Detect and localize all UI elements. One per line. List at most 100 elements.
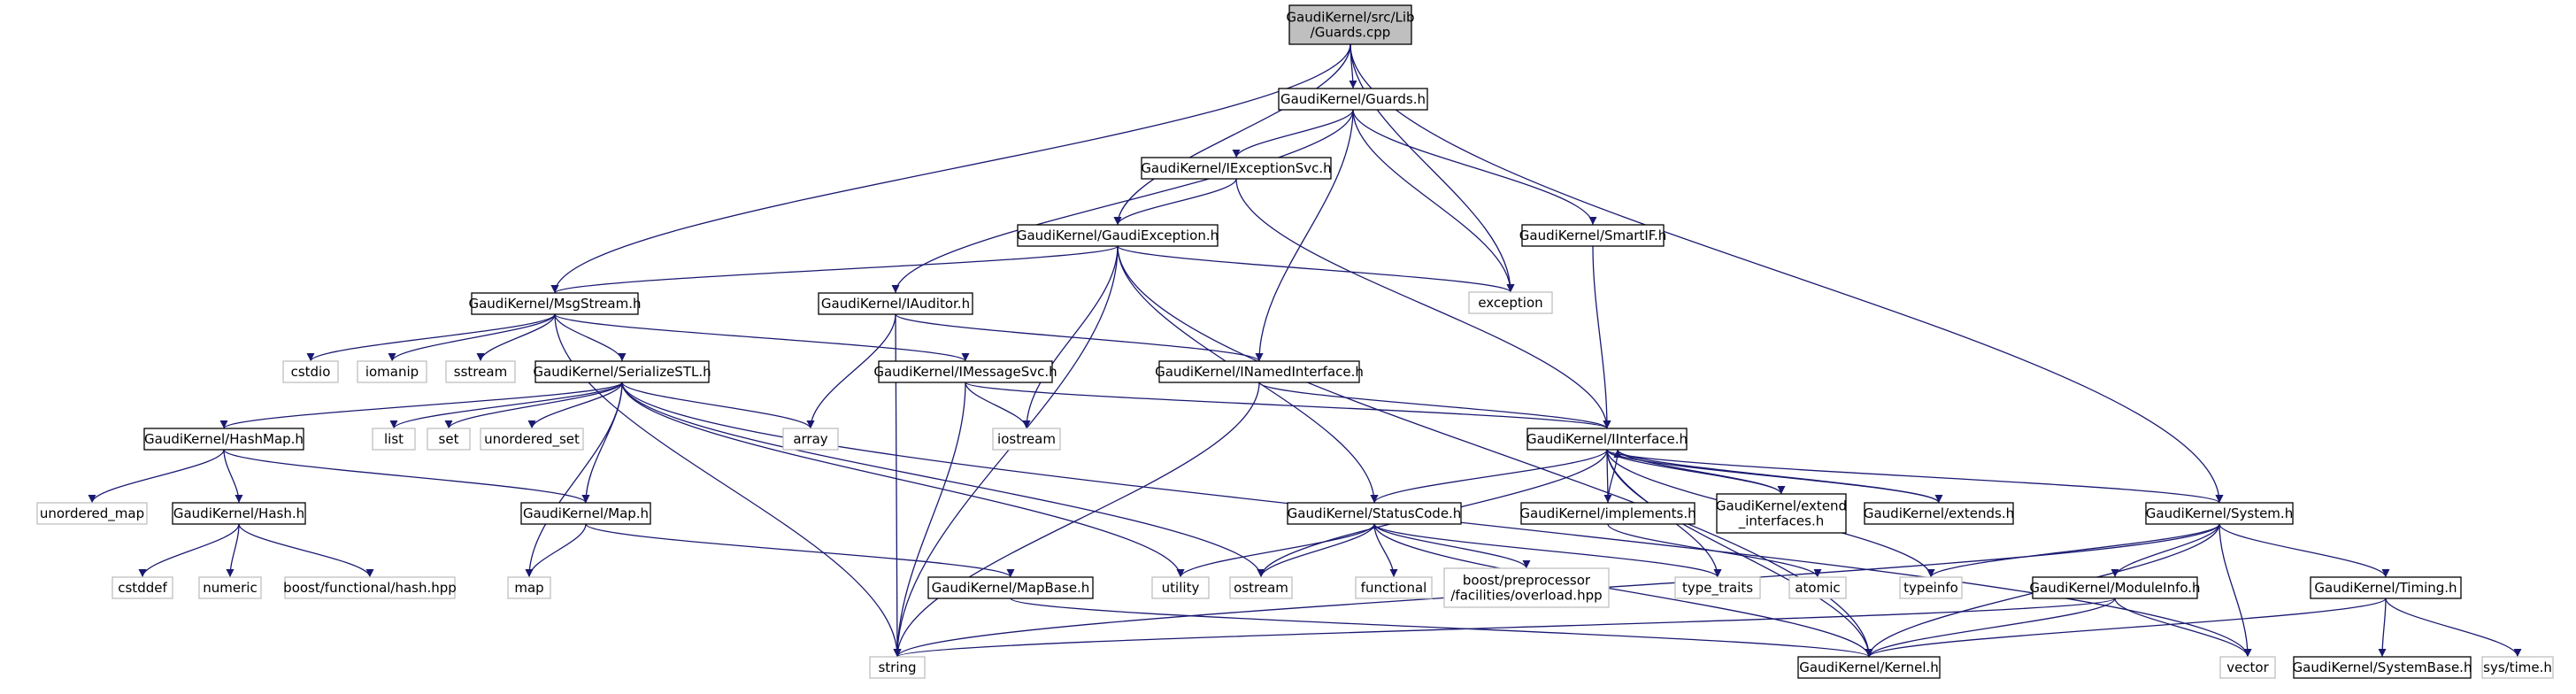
node-cstddef: cstddef — [111, 576, 173, 599]
node-iinterface-h[interactable]: GaudiKernel/IInterface.h — [1526, 428, 1688, 451]
node-system-h[interactable]: GaudiKernel/System.h — [2145, 502, 2294, 525]
node-label: functional — [1361, 580, 1427, 596]
node-box — [2219, 656, 2276, 679]
node-statuscode-h[interactable]: GaudiKernel/StatusCode.h — [1287, 502, 1462, 525]
node-box — [198, 576, 262, 599]
node-msgstream-h[interactable]: GaudiKernel/MsgStream.h — [468, 292, 642, 315]
node-gaudiexception-h[interactable]: GaudiKernel/GaudiException.h — [1017, 224, 1219, 247]
node-label: typeinfo — [1903, 580, 1958, 596]
node-serializestl-h[interactable]: GaudiKernel/SerializeSTL.h — [533, 360, 711, 383]
node-smartif-h[interactable]: GaudiKernel/SmartIF.h — [1519, 224, 1666, 247]
node-cstdio: cstdio — [282, 360, 339, 383]
edge-iinterface-h-to-statuscode-h — [1370, 449, 1608, 504]
edges-layer — [88, 43, 2522, 658]
node-label: GaudiKernel/extends.h — [1864, 505, 2014, 521]
node-box — [782, 428, 839, 451]
node-label: string — [878, 659, 916, 675]
node-inamedinterface-h[interactable]: GaudiKernel/INamedInterface.h — [1155, 360, 1364, 383]
edge-guards-cpp-to-exception — [1350, 43, 1515, 293]
node-iostream: iostream — [992, 428, 1061, 451]
node-implements-h[interactable]: GaudiKernel/implements.h — [1519, 502, 1696, 525]
node-map-h[interactable]: GaudiKernel/Map.h — [520, 502, 651, 525]
node-box — [1674, 576, 1761, 599]
node-box — [445, 360, 516, 383]
node-extends-h[interactable]: GaudiKernel/extends.h — [1864, 502, 2014, 525]
node-label: iomanip — [365, 364, 419, 380]
edge-system-h-to-timing-h — [2218, 523, 2390, 578]
node-extend-interfaces-h[interactable]: GaudiKernel/extend_interfaces.h — [1716, 493, 1847, 534]
node-label: vector — [2226, 659, 2269, 675]
node-label: GaudiKernel/implements.h — [1519, 505, 1696, 521]
edge-gaudiexception-h-to-exception — [1117, 245, 1515, 293]
node-box — [1521, 224, 1665, 247]
node-utility: utility — [1151, 576, 1210, 599]
node-box — [2310, 576, 2462, 599]
node-mapbase-h[interactable]: GaudiKernel/MapBase.h — [927, 576, 1094, 599]
node-box — [1229, 576, 1293, 599]
edge-guards-h-to-iauditor-h — [891, 109, 1354, 294]
node-box — [1864, 502, 2014, 525]
node-label: atomic — [1795, 580, 1840, 596]
edge-guards-cpp-to-system-h — [1350, 43, 2224, 504]
edge-serializestl-h-to-ostream — [621, 382, 1265, 578]
edge-mapbase-h-to-kernel-h — [1010, 598, 1873, 658]
node-set: set — [427, 428, 471, 451]
node-box — [869, 656, 926, 679]
node-hashmap-h[interactable]: GaudiKernel/HashMap.h — [143, 428, 304, 451]
node-box — [282, 360, 339, 383]
edge-statuscode-h-to-kernel-h — [1373, 523, 1873, 658]
node-box — [1355, 576, 1433, 599]
node-guards-cpp[interactable]: GaudiKernel/src/Lib/Guards.cpp — [1286, 4, 1415, 45]
node-systembase-h[interactable]: GaudiKernel/SystemBase.h — [2293, 656, 2472, 679]
edge-timing-h-to-systembase-h — [2378, 598, 2387, 658]
node-iauditor-h[interactable]: GaudiKernel/IAuditor.h — [818, 292, 973, 315]
edge-hash-h-to-numeric — [226, 523, 240, 578]
node-label: sstream — [454, 364, 507, 380]
node-label: GaudiKernel/IInterface.h — [1526, 431, 1688, 447]
edge-timing-h-to-systime-h — [2385, 598, 2522, 658]
edge-iinterface-h-to-kernel-h — [1606, 449, 1873, 658]
edge-gaudiexception-h-to-string — [893, 245, 1119, 658]
node-box — [143, 428, 304, 451]
node-ostream: ostream — [1229, 576, 1293, 599]
node-imessagesvc-h[interactable]: GaudiKernel/IMessageSvc.h — [873, 360, 1057, 383]
node-kernel-h[interactable]: GaudiKernel/Kernel.h — [1797, 656, 1941, 679]
edge-map-h-to-map — [525, 523, 587, 578]
node-box — [1151, 576, 1210, 599]
node-label: GaudiKernel/GaudiException.h — [1017, 227, 1219, 243]
node-box — [1158, 360, 1360, 383]
edge-extend-interfaces-h-to-iinterface-h — [1613, 449, 1782, 495]
edge-hash-h-to-boost-hash — [238, 523, 374, 578]
nodes-layer: GaudiKernel/src/Lib/Guards.cppGaudiKerne… — [36, 4, 2554, 679]
edge-guards-h-to-inamedinterface-h — [1255, 109, 1354, 362]
node-box — [1788, 576, 1847, 599]
node-hash-h[interactable]: GaudiKernel/Hash.h — [172, 502, 306, 525]
edge-guards-cpp-to-msgstream-h — [550, 43, 1351, 294]
node-box — [1468, 291, 1553, 314]
node-label: ostream — [1234, 580, 1288, 596]
node-label: GaudiKernel/src/Lib/Guards.cpp — [1286, 10, 1414, 41]
node-box — [2481, 656, 2554, 679]
node-timing-h[interactable]: GaudiKernel/Timing.h — [2310, 576, 2462, 599]
node-label: GaudiKernel/Guards.h — [1280, 91, 1426, 107]
node-iexceptionsvc-h[interactable]: GaudiKernel/IExceptionSvc.h — [1141, 157, 1332, 180]
node-label: type_traits — [1682, 580, 1753, 597]
node-box — [2293, 656, 2472, 679]
node-box — [172, 502, 306, 525]
node-label: GaudiKernel/StatusCode.h — [1288, 505, 1462, 521]
node-moduleinfo-h[interactable]: GaudiKernel/ModuleInfo.h — [2029, 576, 2201, 599]
node-box — [520, 502, 651, 525]
node-box — [818, 292, 973, 315]
node-guards-h[interactable]: GaudiKernel/Guards.h — [1278, 88, 1428, 111]
node-box — [878, 360, 1053, 383]
node-box — [927, 576, 1094, 599]
node-box — [471, 292, 639, 315]
edge-statuscode-h-to-type-traits — [1373, 523, 1722, 578]
node-box — [1443, 567, 1610, 608]
node-map: map — [507, 576, 551, 599]
edge-moduleinfo-h-to-kernel-h — [1865, 598, 2116, 658]
edge-serializestl-h-to-hashmap-h — [219, 382, 623, 429]
node-label: array — [793, 431, 827, 447]
edge-map-h-to-mapbase-h — [585, 523, 1015, 578]
edge-iauditor-h-to-array — [806, 313, 896, 429]
